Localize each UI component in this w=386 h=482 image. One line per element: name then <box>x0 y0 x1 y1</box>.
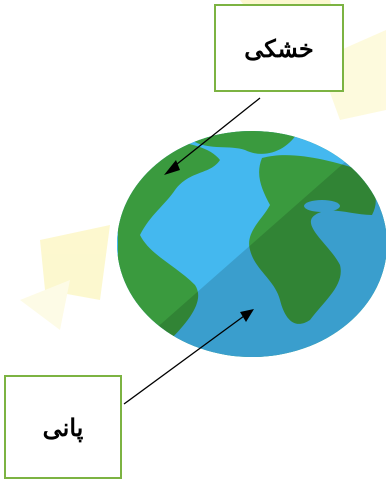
land-label: خشکی <box>244 34 314 63</box>
water-label: پانی <box>43 413 84 442</box>
water-label-box: پانی <box>4 375 122 479</box>
land-label-box: خشکی <box>214 4 344 92</box>
earth-globe-icon <box>110 125 386 365</box>
